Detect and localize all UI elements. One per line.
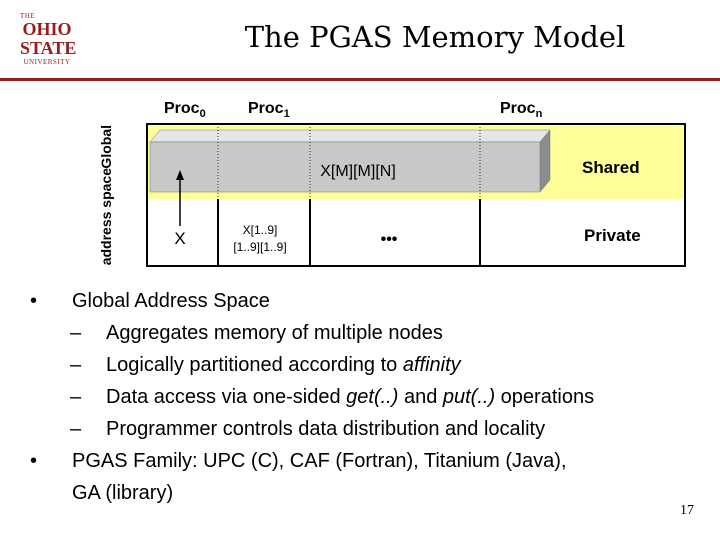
bullet-text: Global Address Space	[72, 290, 270, 312]
proc-0-base: Proc	[164, 100, 200, 117]
bullet-text: put(..)	[442, 386, 496, 408]
bullet-text: Programmer controls data distribution an…	[106, 418, 546, 440]
memory-frame	[146, 123, 686, 267]
logo-line-2: OHIO	[22, 19, 72, 39]
sub-bullet-item: – Aggregates memory of multiple nodes	[30, 317, 710, 349]
sub-bullet-item: – Logically partitioned according to affi…	[30, 349, 710, 381]
proc-0-sub: 0	[199, 108, 206, 121]
proc-1-base: Proc	[248, 100, 284, 117]
pointer-arrowhead	[176, 170, 184, 180]
proc-1-sub: 1	[283, 108, 290, 121]
ellipsis: •••	[381, 231, 398, 248]
proc-1-label: Proc1	[248, 100, 290, 120]
bullet-item: • PGAS Family: UPC (C), CAF (Fortran), Ti…	[30, 445, 710, 509]
private-array-line-1: X[1..9]	[243, 223, 278, 237]
bullet-item: • Global Address Space	[30, 285, 710, 317]
bullet-marker: –	[70, 418, 82, 440]
bullet-text: Aggregates memory of multiple nodes	[106, 322, 443, 344]
shared-box-front	[149, 141, 541, 193]
private-array-line-2: [1..9][1..9]	[233, 240, 286, 254]
proc-n-label: Procn	[500, 100, 542, 120]
bullet-text: and	[398, 386, 443, 408]
private-label: Private	[584, 226, 641, 245]
shared-array-label: X[M][M][N]	[320, 163, 396, 180]
proc-0-label: Proc0	[164, 100, 206, 120]
slide-title: The PGAS Memory Model	[244, 20, 626, 54]
university-logo: THE OHIO STATE UNIVERSITY	[20, 12, 77, 70]
bullet-text: Data access via one-sided	[106, 386, 347, 408]
sub-bullet-item: – Programmer controls data distribution a…	[30, 413, 710, 445]
bullet-text: affinity	[402, 354, 461, 376]
bullet-list: • Global Address Space – Aggregates memory …	[30, 285, 710, 509]
bullet-marker: –	[70, 354, 82, 376]
logo-line-3: STATE	[20, 38, 77, 58]
shared-label: Shared	[582, 158, 640, 177]
proc-n-sub: n	[535, 108, 543, 121]
bullet-text: GA (library)	[72, 482, 174, 504]
bullet-text: Logically partitioned according to	[106, 354, 403, 376]
shared-box-top	[149, 129, 551, 143]
bullet-marker: •	[30, 450, 38, 472]
title-divider	[0, 78, 720, 81]
bullet-marker: –	[70, 386, 82, 408]
private-var-label: X	[174, 229, 185, 248]
page-number: 17	[680, 503, 694, 518]
logo-line-4: UNIVERSITY	[23, 58, 71, 66]
bullet-text: PGAS Family: UPC (C), CAF (Fortran), Tit…	[72, 450, 567, 472]
bullet-marker: •	[30, 290, 38, 312]
logo-line-1: THE	[20, 12, 36, 20]
bullet-text: get(..)	[346, 386, 399, 408]
sub-bullet-item: – Data access via one-sided get(..) and p…	[30, 381, 710, 413]
proc-n-base: Proc	[500, 100, 536, 117]
bullet-marker: –	[70, 322, 82, 344]
bullet-text: operations	[495, 386, 595, 408]
